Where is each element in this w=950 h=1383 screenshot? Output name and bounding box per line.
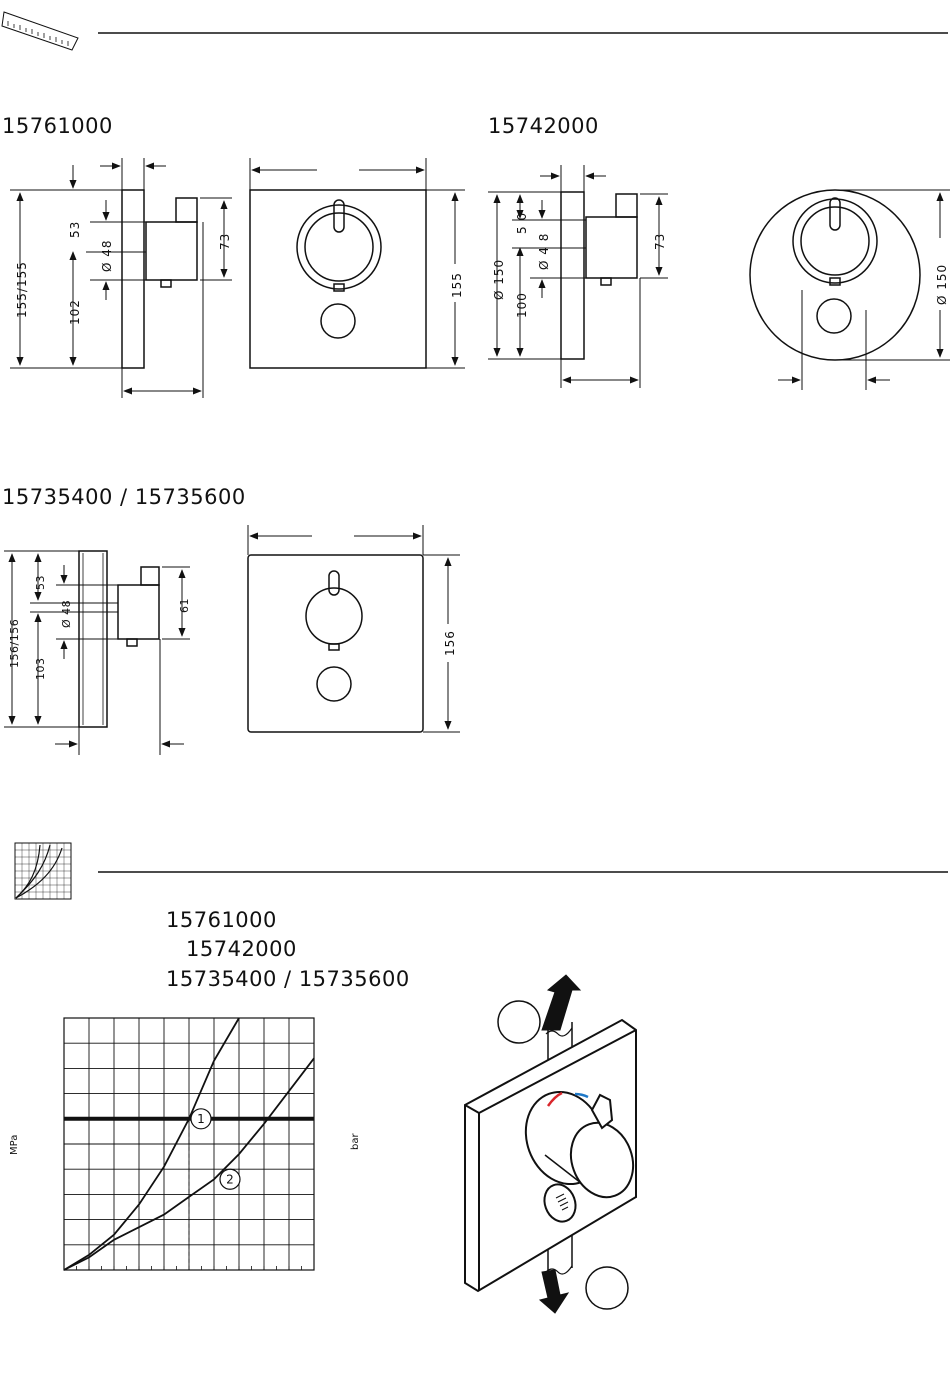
series-label-2: 2: [226, 1172, 234, 1186]
flow-model-2: 15742000: [186, 937, 297, 961]
dim-b-150b: Ø 150: [935, 264, 949, 305]
dim-c-103: 103: [34, 658, 47, 681]
side-view-b: [561, 192, 637, 359]
ruler-icon: [2, 12, 78, 50]
model-label-a: 15761000: [2, 114, 113, 138]
dimension-lines-b-side: [488, 165, 668, 388]
dim-b-100: 100: [515, 292, 529, 318]
series-label-1: 1: [197, 1112, 205, 1126]
dim-a-48: Ø 48: [100, 239, 114, 272]
flow-chart: 12: [64, 1018, 314, 1270]
model-label-b: 15742000: [488, 114, 599, 138]
dimension-lines-c-side: [4, 551, 190, 755]
dim-a-53: 53: [68, 221, 82, 238]
dim-c-156: 156: [443, 630, 457, 656]
dim-b-150a: Ø 150: [492, 259, 506, 300]
isometric-view: [465, 975, 643, 1313]
dim-b-73: 73: [653, 233, 667, 250]
dimension-lines-b-front: [778, 190, 950, 390]
front-view-c: [248, 555, 423, 732]
dim-a-155: 155: [450, 272, 464, 298]
dimension-lines-c-front: [248, 525, 460, 732]
dim-c-53: 53: [34, 575, 47, 590]
dim-c-48: Ø 48: [60, 600, 73, 628]
front-view-b: [750, 190, 920, 360]
dim-a-73: 73: [218, 233, 232, 250]
dim-c-156-156: 156/156: [8, 619, 21, 668]
dim-c-61: 61: [178, 598, 191, 613]
flow-model-1: 15761000: [166, 908, 277, 932]
y-axis-label-right: bar: [350, 1133, 361, 1150]
side-view-a: [122, 190, 197, 368]
dim-a-155-155: 155/155: [15, 261, 29, 318]
dimension-lines-a-side: [10, 158, 232, 398]
chart-guides: [189, 1058, 314, 1270]
dim-b-48: Ø 4 8: [537, 233, 551, 270]
flow-model-3: 15735400 / 15735600: [166, 967, 410, 991]
y-axis-label-left: MPa: [9, 1135, 20, 1155]
model-label-c: 15735400 / 15735600: [2, 485, 246, 509]
dim-b-50: 5 0: [515, 212, 529, 234]
dim-a-102: 102: [68, 299, 82, 325]
flow-chart-icon: [15, 843, 71, 899]
front-view-a: [250, 190, 426, 368]
